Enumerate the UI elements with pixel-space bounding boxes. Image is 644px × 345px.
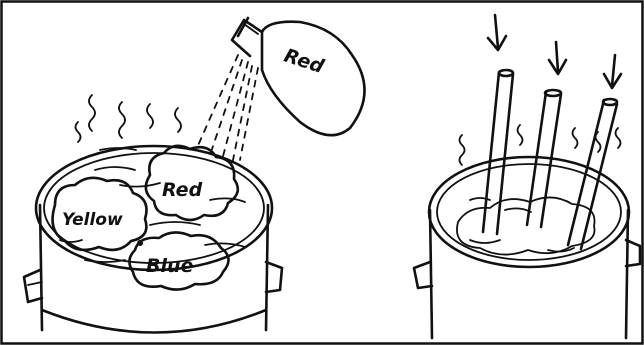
- left-panel: Red Yellow Blue Red: [24, 18, 365, 333]
- dye-label-yellow: Yellow: [62, 210, 123, 230]
- steam-lines-left: [76, 95, 182, 142]
- right-pot: [414, 157, 640, 338]
- down-arrow-3: [604, 55, 621, 88]
- down-arrow-2: [549, 42, 566, 74]
- straw-3: [568, 99, 617, 249]
- dye-label-red: Red: [162, 179, 203, 201]
- down-arrow-1: [488, 15, 506, 50]
- bottle-label: Red: [281, 45, 326, 78]
- red-dye-bottle: [232, 18, 365, 135]
- right-panel: [414, 15, 640, 338]
- dye-label-blue: Blue: [146, 255, 194, 277]
